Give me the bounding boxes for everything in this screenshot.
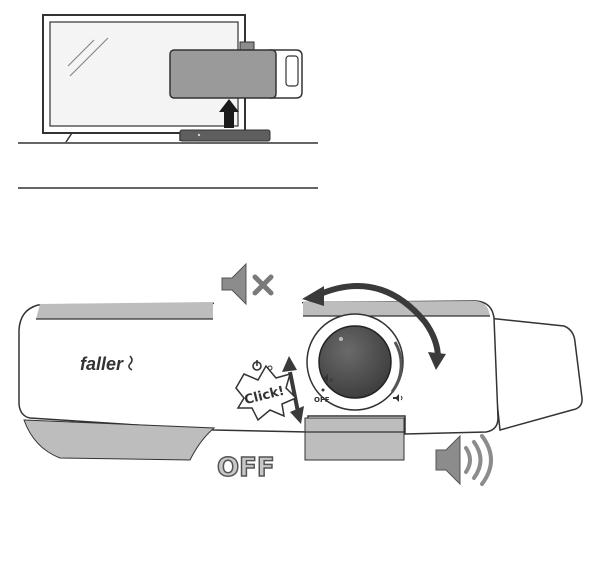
bottom-strip xyxy=(23,419,216,461)
brand-logo: faller xyxy=(80,354,124,374)
svg-text:×: × xyxy=(329,377,334,384)
rotate-arrow-icon xyxy=(302,283,446,370)
arrow-up-icon xyxy=(219,99,239,128)
speaker-mount-icon xyxy=(169,41,303,99)
mute-icon xyxy=(221,262,274,306)
knob-volume-mark xyxy=(393,394,403,402)
power-icon xyxy=(252,360,273,371)
soundbar-on-shelf xyxy=(179,129,271,142)
speaker-end-cap xyxy=(487,317,583,431)
knob-off-label: OFF xyxy=(314,396,330,404)
knob-mute-mark: × xyxy=(322,374,334,384)
tv-scene xyxy=(18,14,318,189)
tv-icon xyxy=(42,14,246,143)
speaker-closeup: faller × OFF xyxy=(18,262,583,486)
off-label: OFF xyxy=(217,453,275,483)
click-arrow xyxy=(282,356,304,424)
top-strip xyxy=(36,302,213,319)
volume-arc xyxy=(390,341,403,393)
volume-icon xyxy=(435,434,493,486)
volume-knob[interactable] xyxy=(318,325,392,399)
click-badge: Click! xyxy=(235,364,298,422)
